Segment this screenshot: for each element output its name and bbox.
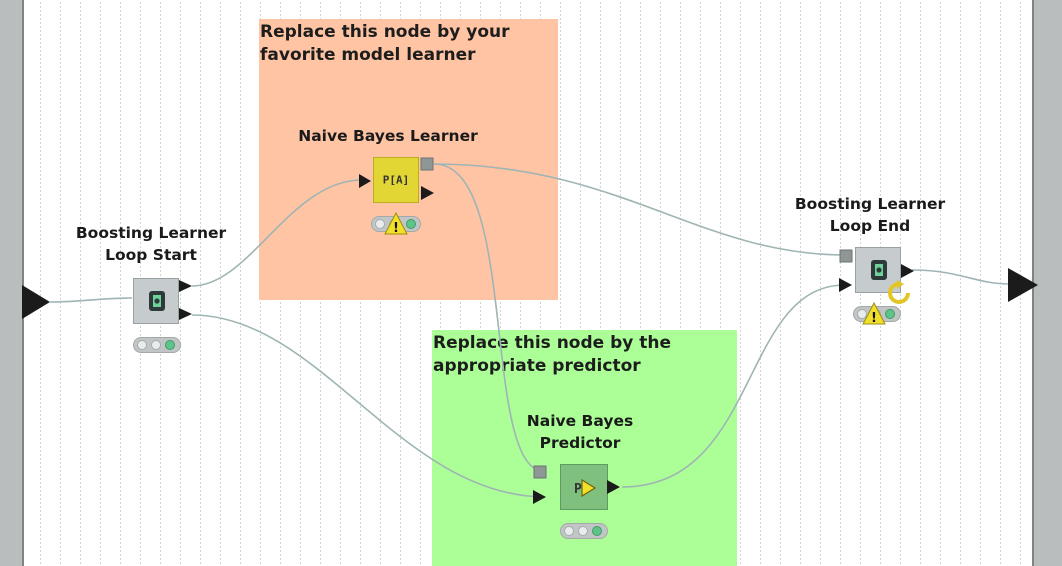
connection-loop-start-to-predictor [191, 314, 546, 498]
learner-annotation-text: Replace this node by your favorite model… [260, 22, 510, 65]
loop-refresh-icon [888, 280, 910, 304]
status-light-green [885, 309, 895, 319]
connection-learner-model-to-predictor [433, 163, 546, 473]
connection-learner-model-to-loop-end [433, 163, 846, 256]
svg-text:!: ! [871, 311, 877, 326]
loop-end-label-line1: Boosting Learner [794, 195, 946, 213]
status-light-red [137, 340, 147, 350]
loop-end-icon [871, 260, 887, 280]
workflow-output-port-icon[interactable] [1006, 267, 1040, 303]
loop-end-warning-icon[interactable]: ! [862, 302, 886, 326]
status-light-yellow [578, 526, 588, 536]
connection-loop-end-to-output [911, 269, 1011, 285]
predictor-label-line2: Predictor [539, 434, 621, 452]
predictor-status [560, 523, 608, 539]
status-light-red [857, 309, 867, 319]
loop-end-output-port[interactable] [900, 262, 916, 280]
loop-start-output-ports[interactable] [178, 279, 194, 321]
learner-label[interactable]: Naive Bayes Learner [298, 127, 478, 145]
loop-start-status [133, 337, 181, 353]
canvas-left-border [0, 0, 24, 566]
predictor-label-line1: Naive Bayes [526, 412, 634, 430]
learner-node[interactable]: P[A] [373, 157, 419, 203]
status-light-green [406, 219, 416, 229]
loop-end-label-line2: Loop End [829, 217, 911, 235]
connection-loop-start-to-learner [191, 179, 363, 287]
svg-text:!: ! [393, 221, 399, 236]
loop-end-node[interactable] [855, 247, 901, 293]
status-light-green [592, 526, 602, 536]
loop-start-label-line2: Loop Start [105, 246, 197, 264]
predictor-label[interactable]: Naive Bayes Predictor [500, 410, 660, 454]
learner-input-port[interactable] [358, 173, 372, 189]
loop-end-input-ports[interactable] [838, 248, 854, 292]
loop-end-label[interactable]: Boosting Learner Loop End [780, 193, 960, 237]
status-light-green [165, 340, 175, 350]
loop-start-icon [149, 291, 165, 311]
learner-warning-icon[interactable]: ! [384, 212, 408, 236]
predictor-annotation-text: Replace this node by the appropriate pre… [433, 333, 672, 376]
loop-start-label-line1: Boosting Learner [75, 224, 227, 242]
learner-output-ports[interactable] [420, 157, 436, 205]
loop-start-label[interactable]: Boosting Learner Loop Start [62, 222, 240, 266]
connection-input-to-loop-start [49, 297, 133, 303]
workflow-input-port-icon[interactable] [20, 284, 52, 320]
connection-predictor-to-loop-end [621, 284, 846, 488]
predictor-node[interactable]: P [560, 464, 608, 510]
loop-start-node[interactable] [133, 278, 179, 324]
status-light-red [564, 526, 574, 536]
predictor-input-ports[interactable] [532, 464, 548, 506]
naive-bayes-predictor-icon: P [574, 478, 597, 498]
svg-text:P: P [574, 482, 582, 497]
naive-bayes-learner-icon: P[A] [382, 173, 410, 187]
learner-annotation[interactable]: Replace this node by your favorite model… [259, 19, 558, 300]
predictor-output-port[interactable] [606, 478, 622, 496]
status-light-red [375, 219, 385, 229]
status-light-yellow [151, 340, 161, 350]
